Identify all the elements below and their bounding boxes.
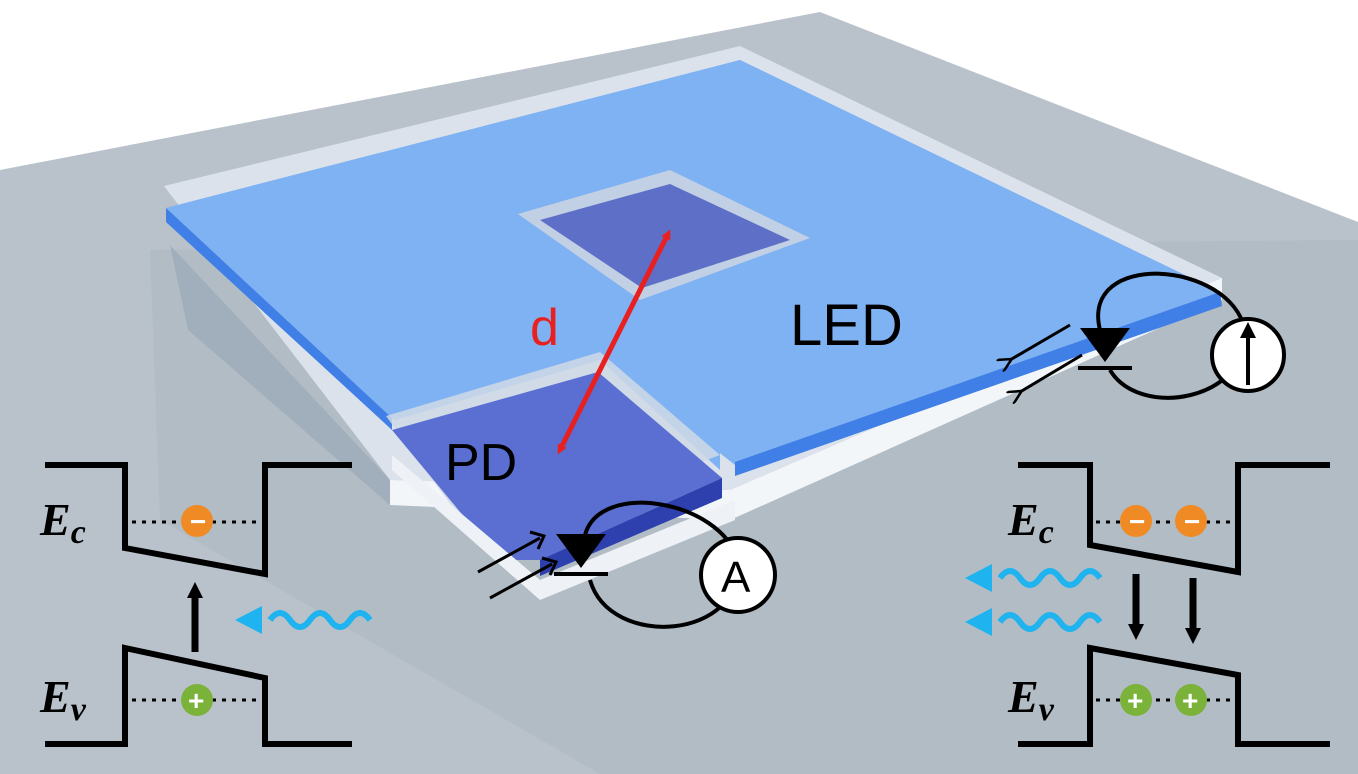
ev-sub-right: v [1039, 691, 1055, 728]
incident-light-arrow [477, 536, 541, 574]
led-layer-edge-left [166, 208, 392, 430]
ev-label-right: E [1007, 671, 1039, 722]
ec-sub-left: c [71, 514, 86, 551]
ammeter-icon [699, 536, 777, 614]
svg-text:Ev: Ev [39, 671, 87, 728]
conduction-band [45, 462, 352, 578]
pd-circuit: A [477, 500, 777, 629]
electron: − [181, 505, 213, 537]
hole: + [1175, 684, 1207, 716]
svg-text:+: + [1182, 685, 1198, 716]
emitted-light-arrow [1010, 323, 1071, 360]
distance-arrow [557, 229, 671, 455]
incident-light-arrow [489, 562, 553, 600]
led-circuit [1010, 271, 1286, 398]
ev-label-left: E [39, 671, 71, 722]
svg-text:Ec: Ec [39, 494, 86, 551]
ec-label-right: E [1007, 494, 1039, 545]
led-label: LED [790, 293, 903, 358]
hole: + [181, 684, 213, 716]
band-diagram-absorption: − + Ec Ev [39, 462, 373, 747]
conduction-band [1018, 462, 1330, 576]
pd-glass-side [392, 455, 735, 600]
svg-text:−: − [1129, 506, 1145, 537]
electron: − [1175, 505, 1207, 537]
led-diode-icon [1080, 328, 1130, 362]
distance-label: d [530, 299, 559, 357]
ec-sub-right: c [1039, 514, 1054, 551]
absorbed-photon-icon [267, 610, 373, 630]
svg-text:−: − [1184, 506, 1200, 537]
hole: + [1120, 684, 1152, 716]
svg-text:−: − [190, 506, 206, 537]
ec-label-left: E [39, 494, 71, 545]
ammeter-label: A [721, 553, 751, 602]
pd-label: PD [445, 434, 517, 492]
band-diagram-emission: − − + + Ec Ev [965, 462, 1330, 747]
glass-slab-left [170, 245, 390, 505]
ev-sub-left: v [71, 691, 87, 728]
emitted-photon-icon [997, 612, 1103, 632]
emitted-light-arrow [1020, 353, 1083, 392]
svg-text:Ec: Ec [1007, 494, 1054, 551]
electron: − [1120, 505, 1152, 537]
pd-diode-icon [556, 534, 606, 568]
svg-text:+: + [1127, 685, 1143, 716]
svg-text:Ev: Ev [1007, 671, 1055, 728]
emitted-photon-icon [997, 568, 1103, 588]
valence-band [45, 644, 352, 747]
svg-text:+: + [188, 685, 204, 716]
valence-band [1018, 644, 1330, 747]
